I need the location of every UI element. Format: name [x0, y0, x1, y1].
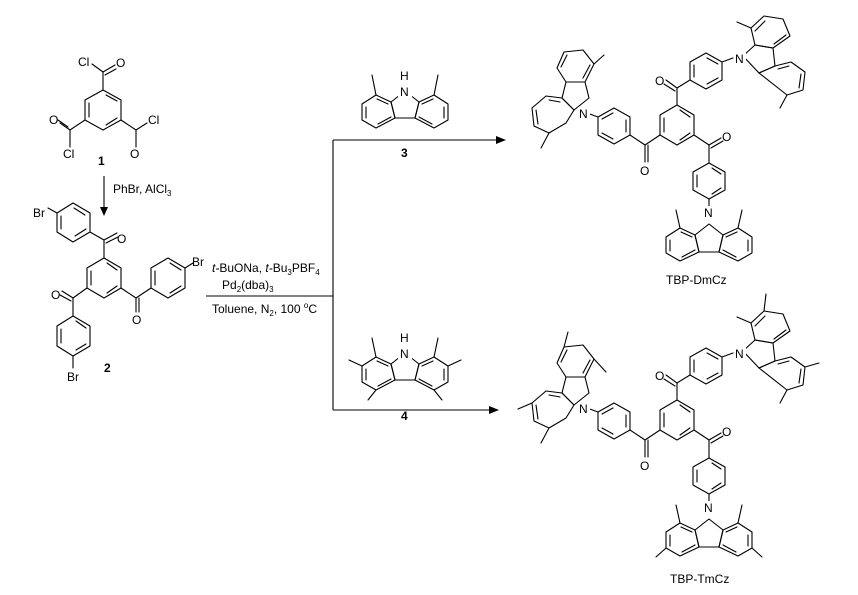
compound-4-h: H [400, 331, 409, 345]
compound-2-o-right: O [132, 313, 141, 327]
tbp-tmcz-n-left: N [579, 402, 588, 416]
compound-2-br-bottom: Br [67, 370, 79, 384]
compound-2-o-left: O [51, 288, 60, 302]
condition-step-2-line-1: t-BuONa, t-Bu3​PBF4​ [212, 261, 320, 277]
compound-3-structure: H N 3 [361, 69, 449, 160]
tbp-dmcz-n-top: N [735, 52, 744, 66]
tbp-dmcz-o-left: O [640, 164, 649, 178]
compound-1-o-right: O [130, 147, 139, 161]
compound-4-structure: H N 4 [348, 331, 462, 423]
tbp-tmcz-n-bottom: N [704, 501, 713, 515]
compound-1-cl-right: Cl [148, 113, 159, 127]
arrow-step-1 [100, 176, 108, 216]
compound-2-o-top: O [117, 232, 126, 246]
branch-arrows [332, 136, 506, 414]
compound-1-structure: Cl O O Cl O Cl 1 [49, 55, 159, 168]
compound-2-number: 2 [104, 361, 111, 375]
condition-step-1: PhBr, AlCl3​ [113, 182, 172, 198]
condition-step-2-line-2: Pd2​(dba)3​ [222, 278, 274, 294]
condition-step-2-line-3: Toluene, N2​, 100 o​C [212, 301, 317, 318]
compound-1-cl-top: Cl [78, 55, 89, 69]
tbp-dmcz-n-left: N [579, 107, 588, 121]
tbp-tmcz-o-left: O [640, 459, 649, 473]
compound-2-br-right: Br [192, 255, 204, 269]
compound-3-number: 3 [401, 146, 408, 160]
tbp-dmcz-o-right: O [722, 130, 731, 144]
tbp-tmcz-n-top: N [735, 347, 744, 361]
tbp-dmcz-structure: N N N O O O TBP-DmCz [531, 15, 806, 287]
compound-4-number: 4 [401, 409, 408, 423]
tbp-tmcz-o-top: O [655, 369, 664, 383]
tbp-tmcz-label: TBP-TmCz [670, 572, 729, 586]
tbp-dmcz-label: TBP-DmCz [666, 273, 727, 287]
compound-1-cl-left: Cl [63, 147, 74, 161]
tbp-dmcz-o-top: O [655, 74, 664, 88]
compound-2-structure: Br O O Br O Br 2 [33, 202, 204, 384]
compound-1-number: 1 [98, 154, 105, 168]
compound-2-br-top: Br [33, 206, 45, 220]
compound-4-n: N [400, 347, 409, 361]
compound-1-o-left: O [49, 113, 58, 127]
tbp-tmcz-structure: N N N O O O TBP-TmCz [517, 293, 820, 586]
compound-1-o-top: O [116, 56, 125, 70]
compound-3-n: N [400, 85, 409, 99]
tbp-tmcz-o-right: O [722, 425, 731, 439]
compound-3-h: H [400, 69, 409, 83]
tbp-dmcz-n-bottom: N [704, 206, 713, 220]
